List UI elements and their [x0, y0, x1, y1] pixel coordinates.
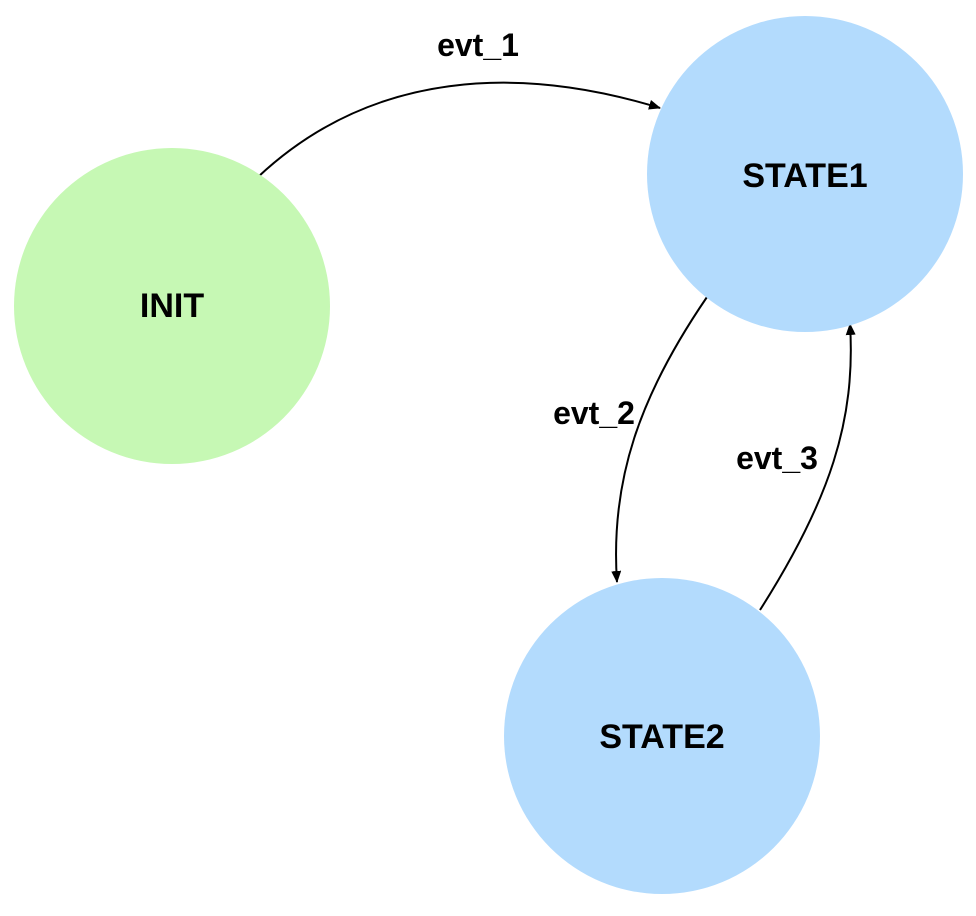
edge-evt2[interactable]: evt_2 — [553, 296, 708, 583]
node-state2-label: STATE2 — [599, 718, 724, 756]
edge-evt3-line — [759, 323, 856, 611]
node-state2[interactable]: STATE2 — [504, 578, 820, 894]
node-init-label: INIT — [140, 287, 204, 325]
node-init[interactable]: INIT — [14, 148, 330, 464]
node-state2-circle — [504, 578, 820, 894]
node-init-circle — [14, 148, 330, 464]
edge-evt2-label: evt_2 — [553, 395, 635, 431]
edge-evt3[interactable]: evt_3 — [736, 323, 856, 611]
node-state1[interactable]: STATE1 — [647, 16, 963, 332]
node-state1-label: STATE1 — [742, 157, 867, 195]
edge-evt1-label: evt_1 — [437, 27, 519, 63]
edge-evt3-label: evt_3 — [736, 440, 818, 476]
edge-evt1-line — [257, 81, 661, 178]
edge-evt1[interactable]: evt_1 — [257, 27, 661, 178]
edge-evt2-line — [611, 296, 708, 583]
node-state1-circle — [647, 16, 963, 332]
